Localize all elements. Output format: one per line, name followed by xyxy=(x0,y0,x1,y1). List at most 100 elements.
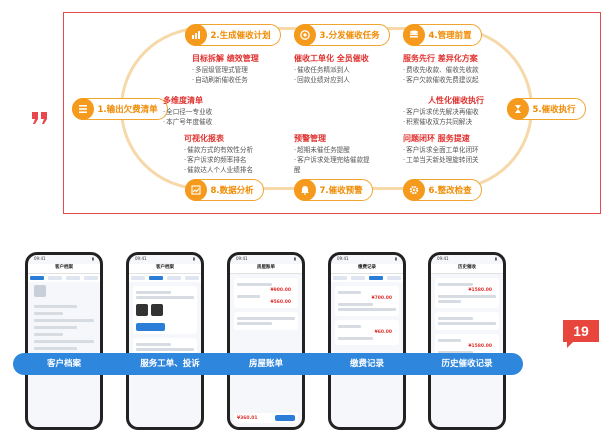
block-item: 客户诉求的频率排名 xyxy=(184,155,253,165)
bill-card[interactable]: ¥900.00 ¥560.00 xyxy=(234,278,298,308)
status-time: 09:41 xyxy=(337,256,349,261)
payment-card[interactable]: ¥60.00 xyxy=(335,320,399,345)
screen-tabs[interactable] xyxy=(331,274,403,282)
step-dispatch-tasks[interactable]: 3.分发催收任务 xyxy=(293,24,390,46)
label-customer-profile: 客户档案 xyxy=(46,359,81,369)
block-heading: 多维度清单 xyxy=(163,96,203,105)
bar-chart-icon xyxy=(184,24,207,46)
phone-payment-records: 09:41 ▮ 缴费记录 ¥700.00 ¥60.00 xyxy=(328,252,406,430)
battery-icon: ▮ xyxy=(192,256,195,261)
action-button[interactable] xyxy=(136,323,165,331)
block-item: 客户诉求处理完结催款提醒 xyxy=(294,155,374,175)
step-warning[interactable]: 7.催收预警 xyxy=(293,179,373,201)
block-item: 客户诉求优先解决再催收 xyxy=(403,107,484,117)
step-output-arrears-list[interactable]: 1.输出欠费清单 xyxy=(71,98,168,120)
history-amount: ¥1580.00 xyxy=(468,344,492,349)
step-label: 3.分发催收任务 xyxy=(319,31,380,41)
pay-button[interactable] xyxy=(275,415,295,421)
quote-icon xyxy=(32,112,47,124)
block-item: 回款业绩对应到人 xyxy=(294,75,369,85)
history-card[interactable] xyxy=(435,312,499,330)
screen-title: 客户档案 xyxy=(129,264,201,274)
status-time: 09:41 xyxy=(135,256,147,261)
status-time: 09:41 xyxy=(437,256,449,261)
phone-house-bill: 09:41 ▮ 房屋账单 ¥900.00 ¥560.00 ¥360.01 xyxy=(227,252,305,430)
photo-thumbnail xyxy=(136,304,148,316)
bill-footer: ¥360.01 xyxy=(234,413,298,423)
total-amount: ¥360.01 xyxy=(237,415,258,421)
battery-icon: ▮ xyxy=(293,256,296,261)
check-block: 问题闭环 服务提速 客户诉求全面工单化闭环 工单当天新处理旋转闭关 xyxy=(403,133,479,165)
screen-tabs[interactable] xyxy=(129,274,201,282)
block-heading: 目标拆解 绩效管理 xyxy=(192,54,259,63)
exec-block: 人性化催收执行 客户诉求优先解决再催收 积累催收双方共同解决 xyxy=(403,95,484,127)
step-generate-plan[interactable]: 2.生成催收计划 xyxy=(184,24,281,46)
feature-label-band xyxy=(13,353,523,375)
step-label: 8.数据分析 xyxy=(210,186,254,196)
payment-amount: ¥60.00 xyxy=(374,330,392,335)
step-rectification-check[interactable]: 6.整改检查 xyxy=(402,179,482,201)
screen-tabs[interactable] xyxy=(28,274,100,282)
coin-stack-icon xyxy=(402,24,425,46)
avatar xyxy=(34,285,46,297)
step-label: 7.催收预警 xyxy=(319,186,363,196)
block-item: 本广号年度催收 xyxy=(163,117,212,127)
step-label: 1.输出欠费清单 xyxy=(97,105,158,115)
page-number-badge: 19 xyxy=(563,320,599,348)
block-heading: 预警管理 xyxy=(294,134,326,143)
plan-block: 目标拆解 绩效管理 多层级管理式管理 自动刷新催收任务 xyxy=(192,53,259,85)
block-item: 客户欠款催收先费建议起 xyxy=(403,75,479,85)
label-payment-records: 缴费记录 xyxy=(349,359,384,369)
payment-amount: ¥700.00 xyxy=(371,296,393,301)
step-label: 6.整改检查 xyxy=(428,186,472,196)
step-front-management[interactable]: 4.管理前置 xyxy=(402,24,482,46)
screen-title: 历史催收 xyxy=(431,264,503,274)
block-heading: 问题闭环 服务提速 xyxy=(403,134,470,143)
analysis-block: 可视化报表 催款方式的有效性分析 客户诉求的频率排名 催款达人个人业绩排名 xyxy=(184,133,253,175)
block-heading: 催收工单化 全员催收 xyxy=(294,54,369,63)
target-icon xyxy=(293,24,316,46)
block-item: 积累催收双方共同解决 xyxy=(403,117,484,127)
phone-customer-profile: 09:41▮ 客户档案 xyxy=(25,252,103,430)
step-label: 2.生成催收计划 xyxy=(210,31,271,41)
bill-card[interactable] xyxy=(234,312,298,330)
step-label: 5.催收执行 xyxy=(532,105,576,115)
block-item: 客户诉求全面工单化闭环 xyxy=(403,145,479,155)
list-block: 多维度清单 全口径一专业收 本广号年度催收 xyxy=(163,95,212,127)
block-item: 催款达人个人业绩排名 xyxy=(184,165,253,175)
block-item: 全口径一专业收 xyxy=(163,107,212,117)
battery-icon: ▮ xyxy=(394,256,397,261)
block-heading: 服务先行 差异化方案 xyxy=(403,54,478,63)
history-card[interactable]: ¥1580.00 xyxy=(435,278,499,308)
block-item: 催款方式的有效性分析 xyxy=(184,145,253,155)
hourglass-icon xyxy=(506,98,529,120)
step-execution[interactable]: 5.催收执行 xyxy=(506,98,586,120)
status-time: 09:41 xyxy=(236,256,248,261)
payment-card[interactable]: ¥700.00 xyxy=(335,286,399,316)
warning-block: 预警管理 超期未催任务提醒 客户诉求处理完结催款提醒 xyxy=(294,133,374,175)
ticket-card[interactable] xyxy=(133,286,197,334)
block-item: 多层级管理式管理 xyxy=(192,65,259,75)
bill-amount: ¥900.00 xyxy=(270,288,292,293)
block-item: 费收先收款、催收先收款 xyxy=(403,65,479,75)
phone-collection-history: 09:41 ▮ 历史催收 ¥1580.00 ¥1580.00 xyxy=(428,252,506,430)
gear-icon xyxy=(402,179,425,201)
screen-title: 房屋账单 xyxy=(230,264,302,274)
battery-icon: ▮ xyxy=(494,256,497,261)
history-amount: ¥1580.00 xyxy=(468,288,492,293)
bell-icon xyxy=(293,179,316,201)
block-heading: 人性化催收执行 xyxy=(428,96,484,105)
step-label: 4.管理前置 xyxy=(428,31,472,41)
analysis-icon xyxy=(184,179,207,201)
status-time: 09:41 xyxy=(34,256,46,261)
step-data-analysis[interactable]: 8.数据分析 xyxy=(184,179,264,201)
list-icon xyxy=(71,98,94,120)
dispatch-block: 催收工单化 全员催收 催收任务精派到人 回款业绩对应到人 xyxy=(294,53,369,85)
block-item: 超期未催任务提醒 xyxy=(294,145,374,155)
label-house-bill: 房屋账单 xyxy=(248,359,283,369)
phone-service-tickets: 09:41 ▮ 客户档案 xyxy=(126,252,204,430)
block-item: 催收任务精派到人 xyxy=(294,65,369,75)
bill-amount: ¥560.00 xyxy=(270,300,292,305)
photo-thumbnail xyxy=(151,304,163,316)
block-heading: 可视化报表 xyxy=(184,134,224,143)
